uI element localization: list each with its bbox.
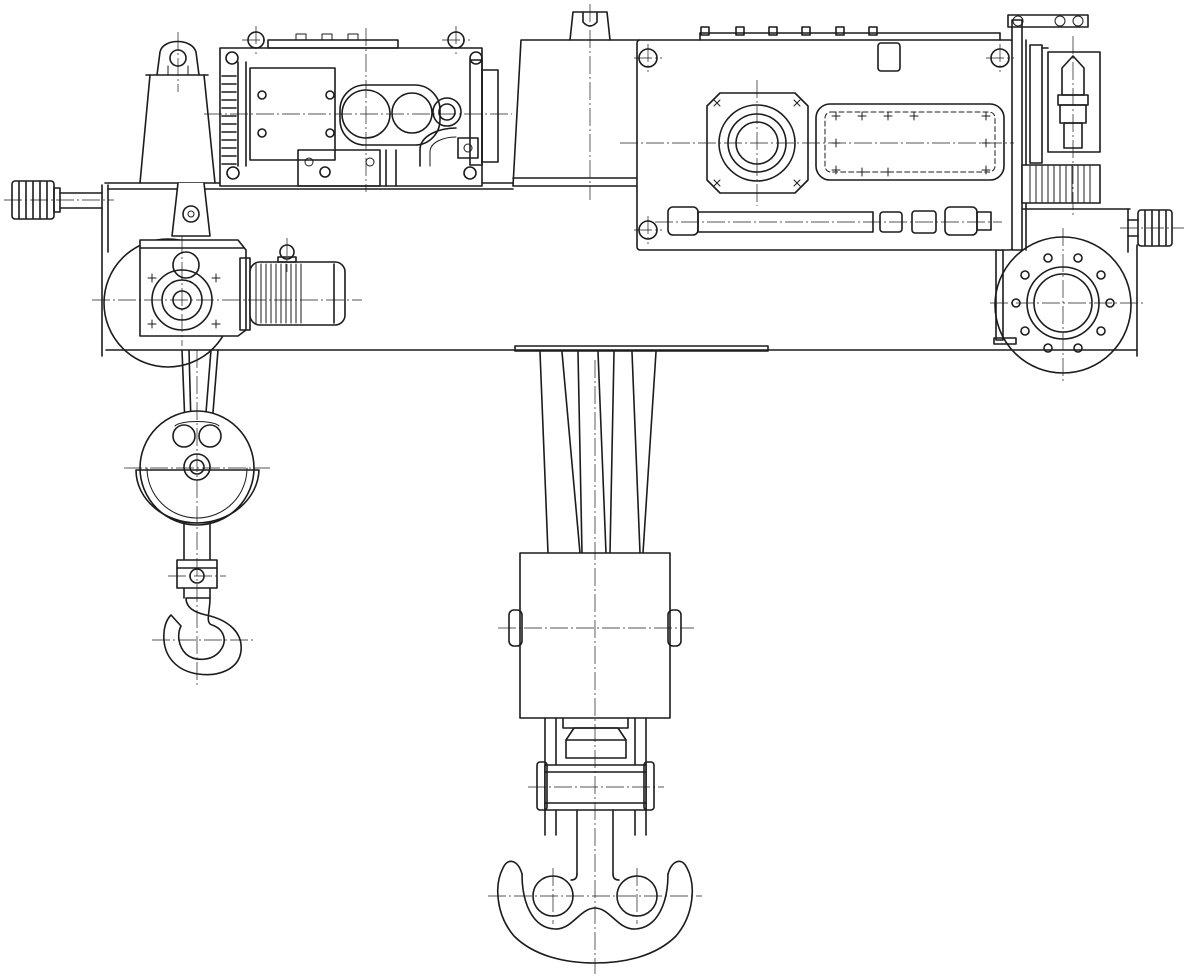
main-ropes bbox=[539, 351, 657, 554]
drum-support-housing bbox=[512, 11, 641, 187]
brake-fins bbox=[221, 75, 237, 165]
output-shaft-flange bbox=[706, 92, 809, 194]
auxiliary-hook-block bbox=[135, 349, 260, 676]
brake-coupling bbox=[1021, 164, 1101, 204]
gear-3 bbox=[432, 97, 462, 127]
gearbox-inspection-cover bbox=[815, 103, 1005, 181]
auxiliary-hoist-drive bbox=[219, 31, 499, 187]
centerlines bbox=[4, 4, 1184, 974]
drum-bottom-plate bbox=[514, 345, 769, 352]
gearbox-studs bbox=[700, 26, 878, 36]
auxiliary-hook bbox=[163, 597, 242, 676]
main-hoist-gearbox bbox=[636, 26, 1014, 251]
brake-assembly bbox=[1007, 14, 1101, 251]
travel-motor bbox=[249, 261, 346, 326]
travel-drive bbox=[139, 182, 346, 337]
brake-arm bbox=[1029, 44, 1043, 164]
right-wheel bbox=[993, 236, 1132, 374]
gear-2 bbox=[391, 92, 433, 134]
auxiliary-rope-guide-tower bbox=[139, 40, 216, 184]
drive-bracket bbox=[171, 182, 211, 237]
wheel-bracket bbox=[995, 249, 1004, 341]
thrustor-housing bbox=[1047, 51, 1101, 153]
